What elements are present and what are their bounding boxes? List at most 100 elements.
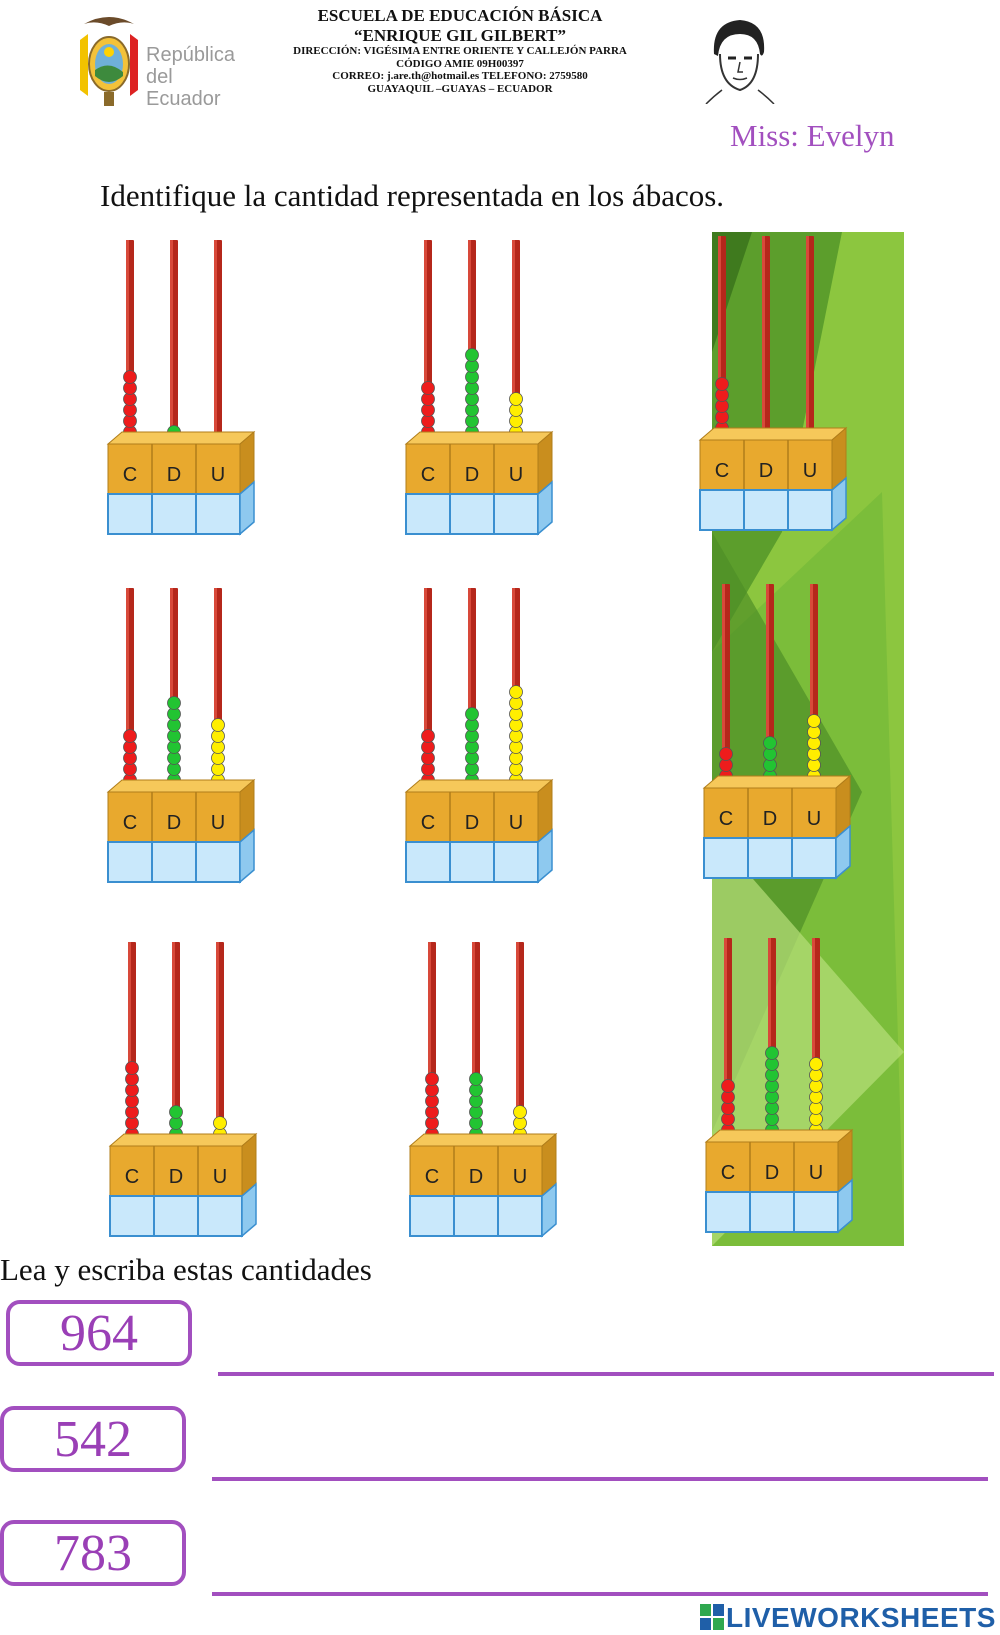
- school-city: GUAYAQUIL –GUAYAS – ECUADOR: [367, 83, 553, 96]
- base-side: [835, 824, 851, 880]
- base-front: [405, 841, 539, 883]
- number-box-3: 783: [0, 1520, 186, 1586]
- bead-c: [721, 1079, 735, 1093]
- liveworksheets-icon: [700, 1604, 724, 1630]
- block-top: [702, 775, 852, 789]
- school-name: “ENRIQUE GIL GILBERT”: [354, 25, 566, 45]
- answer-line-2[interactable]: [212, 1477, 988, 1483]
- base-front: [409, 1195, 543, 1237]
- base-side: [837, 1178, 853, 1234]
- column-label-c: C: [718, 808, 734, 830]
- bead-d: [763, 736, 777, 750]
- column-label-u: U: [508, 812, 524, 834]
- coat-of-arms-icon: [80, 17, 138, 106]
- school-address: DIRECCIÓN: VIGÉSIMA ENTRE ORIENTE Y CALL…: [293, 45, 627, 58]
- column-label-d: D: [168, 1166, 184, 1188]
- number-box-1: 964: [6, 1300, 192, 1366]
- answer-line-3[interactable]: [212, 1592, 988, 1598]
- column-label-u: U: [210, 812, 226, 834]
- bead-d: [469, 1072, 483, 1086]
- bead-u: [809, 1057, 823, 1071]
- brand-text: LIVEWORKSHEETS: [726, 1602, 996, 1633]
- teacher-name: Miss: Evelyn: [730, 118, 895, 153]
- column-label-d: D: [464, 812, 480, 834]
- base-side: [537, 480, 553, 536]
- column-label-d: D: [166, 464, 182, 486]
- block-top: [106, 779, 256, 793]
- bead-c: [123, 729, 137, 743]
- base-side: [239, 480, 255, 536]
- column-label-c: C: [420, 812, 436, 834]
- crest-line-2: del Ecuador: [146, 66, 221, 110]
- bead-c: [421, 729, 435, 743]
- base-front: [107, 493, 241, 535]
- base-front: [405, 493, 539, 535]
- bead-d: [465, 707, 479, 721]
- column-label-u: U: [212, 1166, 228, 1188]
- base-front: [705, 1191, 839, 1233]
- base-side: [537, 828, 553, 884]
- column-label-u: U: [808, 1162, 824, 1184]
- crest-line-1: República: [146, 44, 235, 66]
- base-side: [241, 1182, 257, 1238]
- school-contact: CORREO: j.are.th@hotmail.es TELEFONO: 27…: [332, 70, 588, 83]
- column-label-c: C: [122, 464, 138, 486]
- base-side: [831, 476, 847, 532]
- bead-c: [123, 370, 137, 384]
- block-top: [404, 431, 554, 445]
- column-label-d: D: [758, 460, 774, 482]
- block-top: [704, 1129, 854, 1143]
- column-label-c: C: [720, 1162, 736, 1184]
- bead-c: [719, 747, 733, 761]
- column-label-c: C: [714, 460, 730, 482]
- bead-u: [509, 685, 523, 699]
- bead-u: [509, 392, 523, 406]
- bead-d: [765, 1046, 779, 1060]
- column-label-u: U: [508, 464, 524, 486]
- column-label-u: U: [806, 808, 822, 830]
- number-box-2: 542: [0, 1406, 186, 1472]
- bead-u: [513, 1105, 527, 1119]
- bead-c: [125, 1061, 139, 1075]
- block-front: [405, 791, 539, 843]
- bead-d: [169, 1105, 183, 1119]
- school-line-1: ESCUELA DE EDUCACIÓN BÁSICA: [317, 6, 603, 25]
- bead-u: [213, 1116, 227, 1130]
- base-front: [109, 1195, 243, 1237]
- block-top: [408, 1133, 558, 1147]
- column-label-d: D: [764, 1162, 780, 1184]
- block-front: [699, 439, 833, 491]
- block-top: [698, 427, 848, 441]
- ecuador-crest: República del Ecuador: [74, 10, 242, 110]
- column-label-d: D: [166, 812, 182, 834]
- bead-c: [421, 381, 435, 395]
- base-front: [703, 837, 837, 879]
- block-front: [109, 1145, 243, 1197]
- column-label-d: D: [468, 1166, 484, 1188]
- column-label-d: D: [762, 808, 778, 830]
- bead-d: [167, 696, 181, 710]
- block-front: [705, 1141, 839, 1193]
- block-front: [405, 443, 539, 495]
- bead-u: [807, 714, 821, 728]
- bead-d: [465, 348, 479, 362]
- column-label-d: D: [464, 464, 480, 486]
- base-front: [699, 489, 833, 531]
- answer-line-1[interactable]: [218, 1372, 994, 1378]
- column-label-c: C: [424, 1166, 440, 1188]
- read-write-instruction: Lea y escriba estas cantidades: [0, 1252, 372, 1287]
- block-front: [107, 791, 241, 843]
- block-top: [108, 1133, 258, 1147]
- base-side: [239, 828, 255, 884]
- bead-c: [425, 1072, 439, 1086]
- school-info: ESCUELA DE EDUCACIÓN BÁSICA “ENRIQUE GIL…: [250, 6, 670, 96]
- column-label-u: U: [512, 1166, 528, 1188]
- block-top: [106, 431, 256, 445]
- column-label-c: C: [420, 464, 436, 486]
